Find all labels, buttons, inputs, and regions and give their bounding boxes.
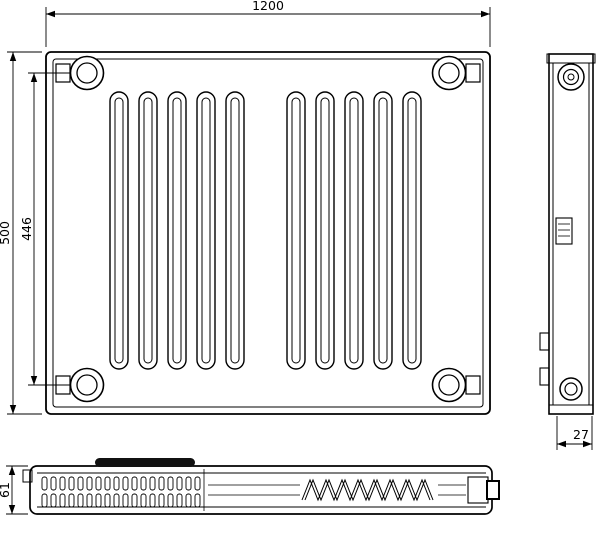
end-fitting-right <box>467 476 500 504</box>
dim-label-overall-height: 500 <box>0 221 12 245</box>
side-top-plug <box>557 63 585 91</box>
radiator-outline <box>45 51 491 415</box>
grille-slots <box>41 476 201 508</box>
top-grille-seal <box>95 458 195 467</box>
end-fitting-left <box>22 469 33 483</box>
side-top-cap <box>546 53 596 64</box>
convector-fin-section <box>301 478 434 502</box>
wall-brackets <box>539 332 550 386</box>
dimension-depth <box>556 416 593 450</box>
side-bottom-plug <box>559 377 583 401</box>
dimension-overall-height <box>7 51 42 415</box>
dim-label-profile-height: 61 <box>0 482 12 498</box>
side-view <box>539 53 596 415</box>
front-view <box>45 51 491 415</box>
radiator-inner-outline <box>52 58 484 408</box>
channel-group-right <box>286 91 422 370</box>
dimension-profile-height <box>6 465 28 515</box>
corner-fittings <box>69 55 467 403</box>
dim-label-overall-width: 1200 <box>252 0 284 13</box>
channel-group-left <box>109 91 245 370</box>
dimension-overall-width <box>45 7 491 47</box>
water-channel-lines <box>208 484 466 496</box>
dim-label-connection-pitch: 446 <box>19 217 34 241</box>
bottom-view <box>22 458 500 515</box>
dim-label-depth: 27 <box>573 427 589 442</box>
dimension-connection-pitch <box>28 72 70 386</box>
side-label-plate <box>555 217 573 245</box>
side-bottom-cap <box>548 404 594 415</box>
